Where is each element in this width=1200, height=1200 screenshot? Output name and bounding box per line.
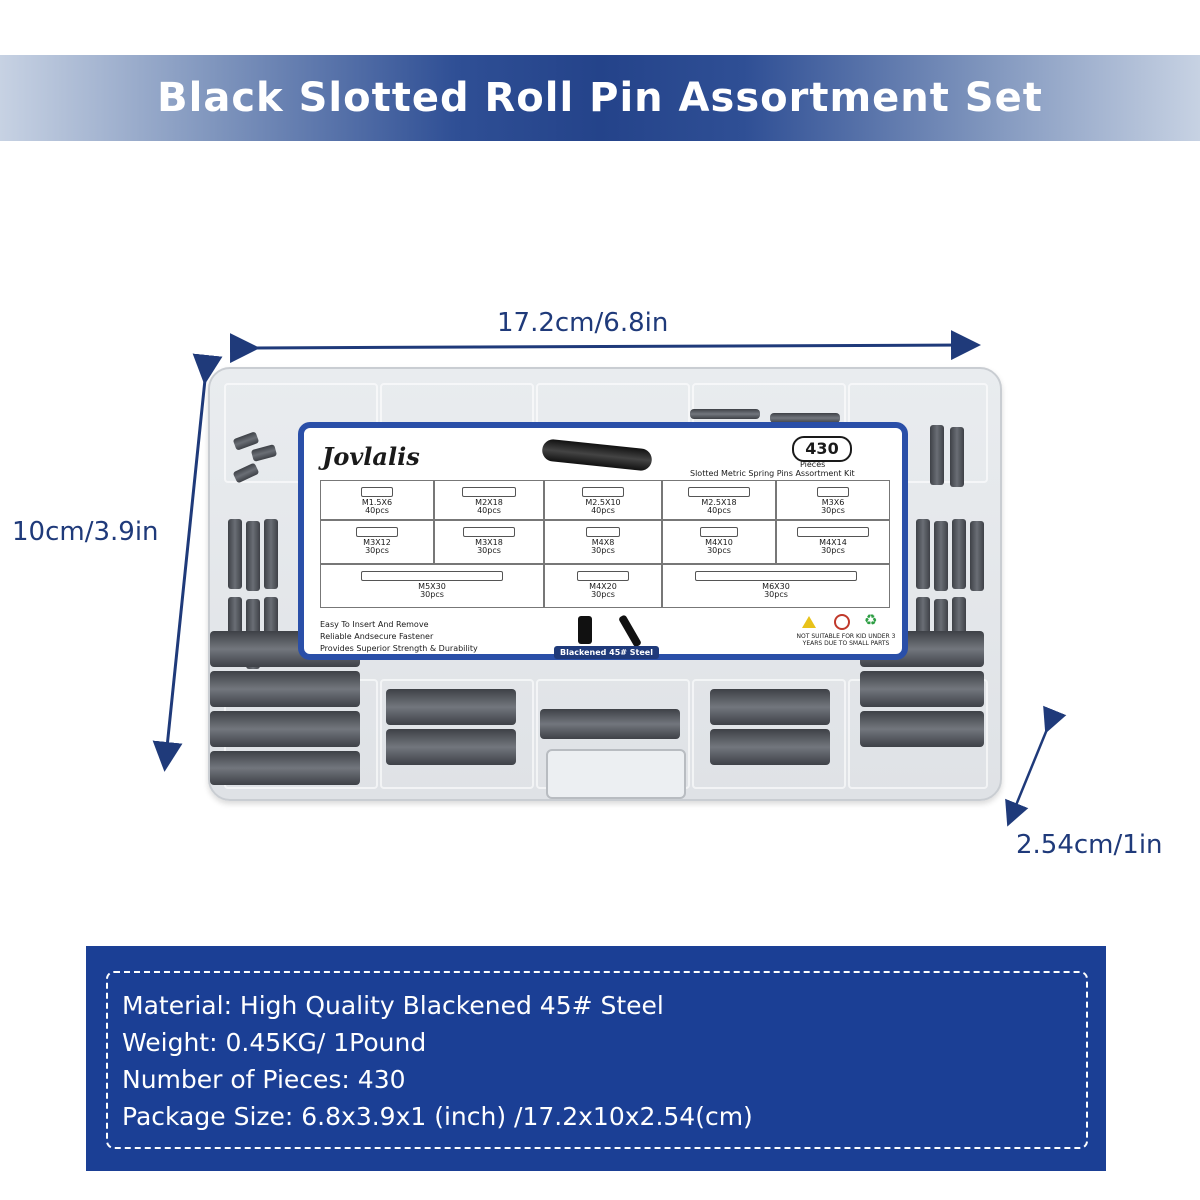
piece-count-unit: Pieces bbox=[800, 460, 826, 469]
banner-title: Black Slotted Roll Pin Assortment Set bbox=[157, 75, 1043, 121]
length-dimension: 17.2cm/6.8in bbox=[497, 308, 669, 338]
piece-count-badge: 430 bbox=[792, 436, 852, 462]
no-kids-icon bbox=[834, 614, 850, 630]
length-arrow bbox=[229, 330, 981, 364]
product-label: Jovlalis 430 Pieces Slotted Metric Sprin… bbox=[298, 422, 908, 660]
spec-material: Material: High Quality Blackened 45# Ste… bbox=[122, 991, 664, 1020]
brand-logo: Jovlalis bbox=[322, 442, 420, 471]
spec-weight: Weight: 0.45KG/ 1Pound bbox=[122, 1028, 427, 1057]
width-arrow bbox=[152, 353, 223, 772]
feature-text: Reliable Andsecure Fastener bbox=[320, 632, 434, 641]
recycle-icon: ♻ bbox=[864, 611, 878, 629]
specs-panel: Material: High Quality Blackened 45# Ste… bbox=[86, 946, 1106, 1171]
title-banner: Black Slotted Roll Pin Assortment Set bbox=[0, 55, 1200, 141]
warning-triangle-icon bbox=[802, 616, 816, 628]
height-dimension: 2.54cm/1in bbox=[1016, 830, 1163, 860]
pin-sample-icon bbox=[618, 614, 642, 648]
height-arrow bbox=[1005, 705, 1067, 827]
spec-pieces: Number of Pieces: 430 bbox=[122, 1065, 406, 1094]
width-dimension: 10cm/3.9in bbox=[12, 517, 159, 547]
roll-pin-icon bbox=[541, 438, 653, 472]
specs-border: Material: High Quality Blackened 45# Ste… bbox=[106, 971, 1088, 1149]
pin-sample-icon bbox=[578, 616, 592, 644]
steel-badge: Blackened 45# Steel bbox=[554, 646, 659, 659]
feature-text: Easy To Insert And Remove bbox=[320, 620, 429, 629]
warning-text: NOT SUITABLE FOR KID UNDER 3 YEARS DUE T… bbox=[796, 633, 896, 647]
kit-title: Slotted Metric Spring Pins Assortment Ki… bbox=[690, 469, 855, 478]
feature-text: Provides Superior Strength & Durability bbox=[320, 644, 478, 653]
spec-package-size: Package Size: 6.8x3.9x1 (inch) /17.2x10x… bbox=[122, 1102, 753, 1131]
